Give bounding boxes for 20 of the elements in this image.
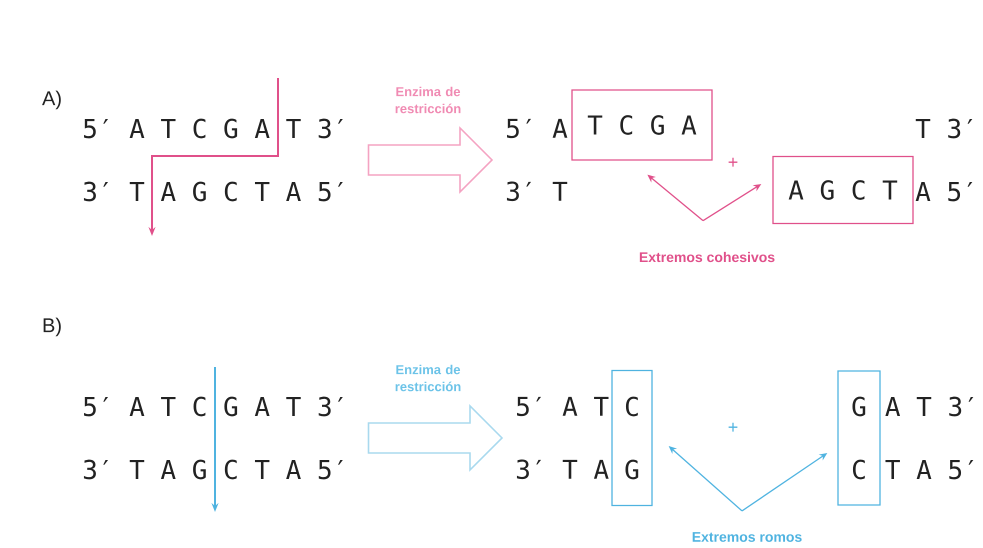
dna-sequence: 5′ A T 3′ T A bbox=[516, 396, 609, 480]
dna-sequence: A T 3′ T A 5′ bbox=[885, 396, 974, 480]
highlight-box: G C bbox=[837, 370, 881, 506]
caption-text: Extremos cohesivos bbox=[640, 252, 774, 262]
highlight-box: C G bbox=[611, 370, 653, 506]
block-arrow bbox=[368, 126, 494, 194]
dna-sequence: 5′ A T C G A T 3′ 3′ T A G C T A 5′ bbox=[84, 396, 343, 480]
dna-sequence: T 3′ A 5′ bbox=[916, 118, 972, 202]
plus-sign: + bbox=[728, 158, 738, 167]
block-arrow bbox=[368, 404, 504, 472]
edge-label: Enzima de restricción bbox=[393, 364, 463, 392]
dna-sequence: 5′ A T C G A T 3′ 3′ T A G C T A 5′ bbox=[84, 118, 343, 202]
caption-text: Extremos romos bbox=[692, 532, 802, 542]
panel-label: B) bbox=[44, 318, 61, 336]
panel-label: A) bbox=[42, 90, 61, 110]
highlight-box: T C G A bbox=[571, 89, 713, 161]
edge-label: Enzima de restricción bbox=[393, 86, 463, 114]
plus-sign: + bbox=[728, 422, 738, 432]
dna-sequence: 5′ A 3′ T bbox=[506, 118, 568, 202]
highlight-box: A G C T bbox=[772, 156, 914, 224]
